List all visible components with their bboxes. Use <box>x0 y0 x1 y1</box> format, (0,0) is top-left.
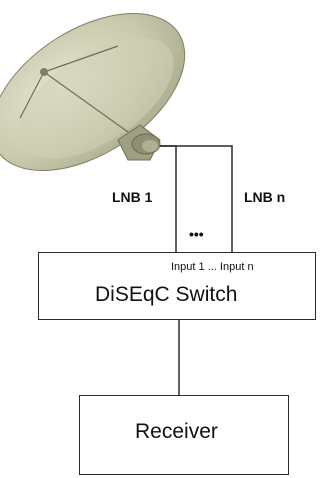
lnb-1-label: LNB 1 <box>112 189 153 205</box>
cable-lnb-n <box>160 145 233 252</box>
switch-inputs-label: Input 1 ... Input n <box>171 261 254 273</box>
satellite-dish-icon <box>0 12 186 172</box>
cable-lnb-1 <box>160 145 177 252</box>
lnb-n-label: LNB n <box>244 189 286 205</box>
ellipsis-label: ••• <box>189 226 204 242</box>
switch-title: DiSEqC Switch <box>95 283 238 306</box>
receiver-title: Receiver <box>135 420 218 443</box>
diseqc-switch-box: Input 1 ... Input n DiSEqC Switch <box>38 252 316 320</box>
cable-lines <box>160 145 233 395</box>
receiver-box: Receiver <box>79 395 289 475</box>
